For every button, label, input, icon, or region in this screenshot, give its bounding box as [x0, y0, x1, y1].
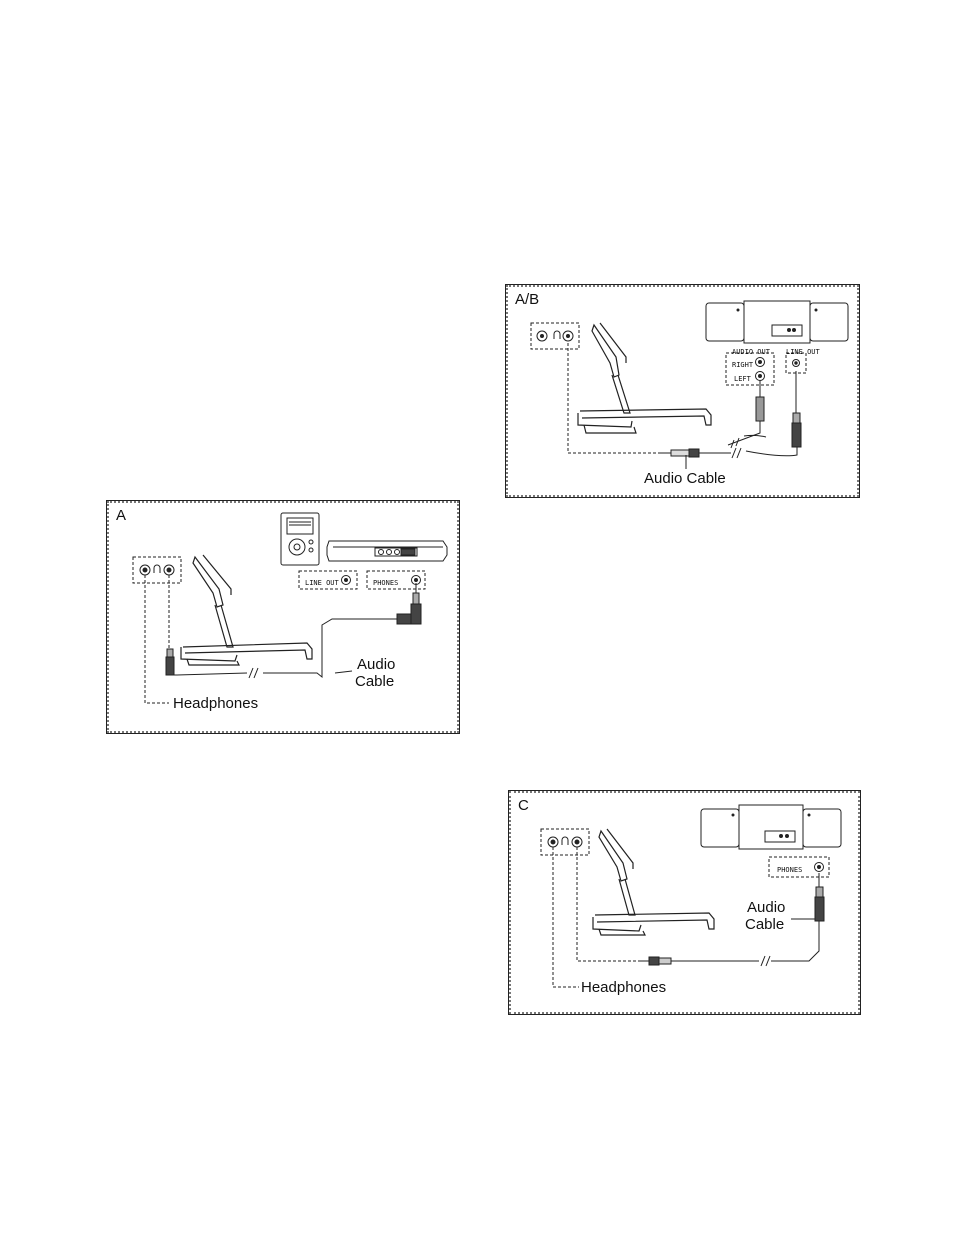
headphones-label: Headphones: [581, 979, 666, 996]
treadmill: [593, 829, 714, 935]
diagram-panel-ab: A/B: [505, 284, 860, 498]
diagram-panel-a: A: [106, 500, 460, 734]
cd-player-icon: [327, 541, 447, 561]
treadmill: [181, 555, 312, 665]
stereo-unit: [706, 301, 848, 343]
treadmill: [578, 323, 711, 433]
ab-illustration: [506, 285, 859, 497]
diagram-panel-c: C: [508, 790, 861, 1015]
line-out-label: LINE OUT: [305, 575, 339, 592]
console-jacks: [531, 323, 579, 349]
c-illustration: [509, 791, 860, 1014]
headphones-label: Headphones: [173, 695, 258, 712]
left-jack-label: LEFT: [734, 371, 751, 388]
audio-cable-label-2: Cable: [745, 916, 784, 933]
audio-cable-label-1: Audio: [357, 656, 395, 673]
audio-cable-label-2: Cable: [355, 673, 394, 690]
mp3-player-icon: [281, 513, 319, 565]
phones-label: PHONES: [777, 862, 802, 879]
line-out-cable: [792, 371, 801, 447]
phones-label: PHONES: [373, 575, 398, 592]
audio-cable-label-1: Audio: [747, 899, 785, 916]
stereo-line-out-label: LINE OUT: [786, 344, 820, 361]
console-jacks: [541, 829, 589, 855]
a-illustration: [107, 501, 459, 733]
stereo-unit: [701, 805, 841, 849]
audio-cable-label: Audio Cable: [644, 470, 726, 487]
rca-cable: [728, 381, 766, 448]
audio-plug: [639, 921, 819, 966]
audio-plug: [661, 430, 797, 458]
console-jacks: [133, 557, 181, 583]
